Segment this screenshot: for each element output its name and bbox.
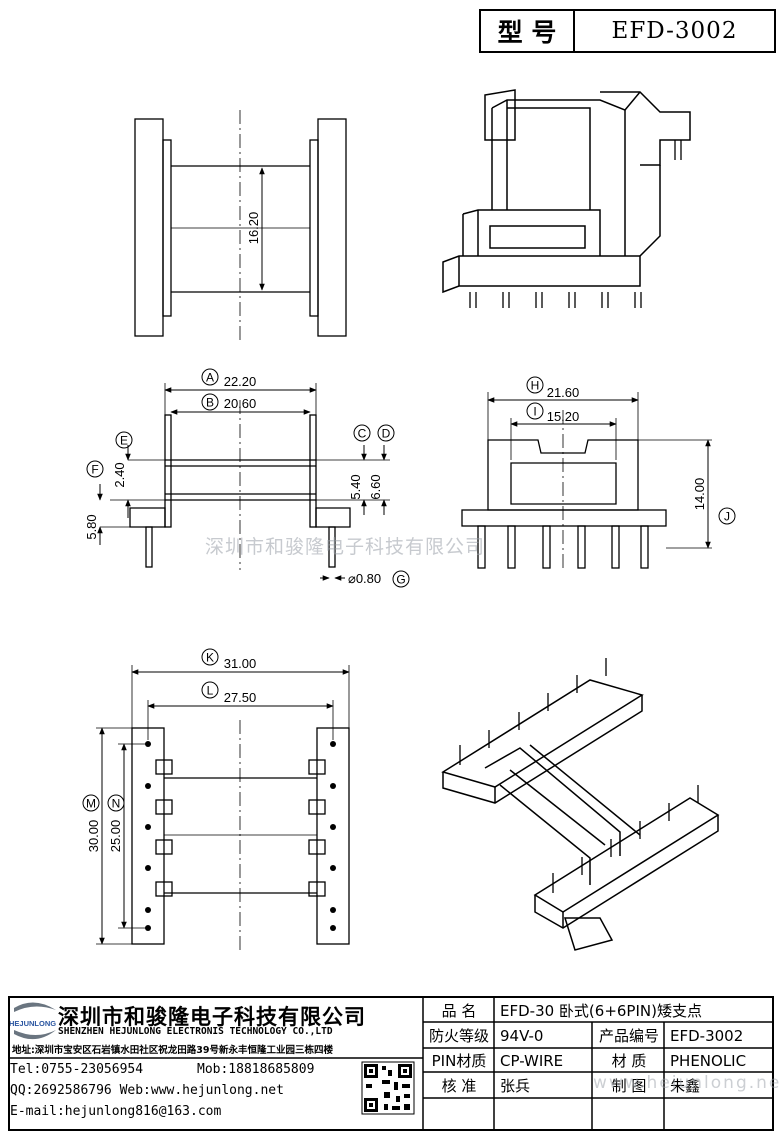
- contact-email: E-mail:hejunlong816@163.com: [10, 1104, 222, 1119]
- company-name-en: SHENZHEN HEJUNLONG ELECTRONIS TECHNOLOGY…: [58, 1026, 333, 1037]
- title-block: [8, 996, 774, 1131]
- company-name-zh: 深圳市和骏隆电子科技有限公司: [58, 1005, 366, 1029]
- side-view: [461, 392, 712, 570]
- contact-tel: Tel:0755-23056954: [10, 1062, 144, 1077]
- tag-f: F: [86, 460, 104, 478]
- svg-text:F: F: [91, 463, 98, 477]
- dim-b-value: 20.60: [224, 396, 257, 411]
- tag-c: C: [353, 424, 371, 442]
- dim-a-value: 22.20: [224, 374, 257, 389]
- dim-e-value: 2.40: [112, 462, 127, 487]
- model-label: 型 号: [481, 11, 575, 51]
- dim-n-value: 25.00: [108, 820, 123, 853]
- qr-code: [361, 1061, 415, 1115]
- spec-name-value: EFD-30 卧式(6+6PIN)矮支点: [500, 1001, 702, 1020]
- spec-draw-value: 朱鑫: [670, 1077, 701, 1095]
- svg-text:J: J: [724, 510, 730, 524]
- svg-text:H: H: [531, 379, 540, 393]
- spec-material-label: 材 质: [611, 1052, 647, 1070]
- dim-m-value: 30.00: [86, 820, 101, 853]
- spec-name-label: 品 名: [441, 1001, 477, 1020]
- svg-text:K: K: [206, 651, 214, 665]
- iso-view-top: [442, 89, 691, 308]
- top-view: [134, 110, 347, 340]
- svg-text:E: E: [120, 434, 128, 448]
- spec-fire-label: 防火等级: [428, 1027, 489, 1045]
- dim-j-value: 14.00: [692, 478, 707, 511]
- tag-b: B: [201, 393, 219, 411]
- contact-mob: Mob:18818685809: [197, 1062, 315, 1077]
- dim-k-value: 31.00: [224, 656, 257, 671]
- svg-text:A: A: [206, 371, 214, 385]
- company-logo: HEJUNLONG: [9, 1002, 56, 1040]
- spec-check-label: 核 准: [441, 1077, 477, 1095]
- tag-h: H: [526, 376, 544, 394]
- iso-view-bottom: [441, 658, 720, 951]
- tag-m: M: [82, 794, 100, 812]
- title-block-lines: [8, 998, 774, 1129]
- svg-text:I: I: [533, 405, 536, 419]
- dimension-labels: 16.20 22.20 20.60 2.40 5.80 5.40 6.60 ⌀0…: [84, 212, 707, 853]
- spec-code-label: 产品编号: [598, 1027, 659, 1045]
- tag-g: G: [392, 570, 410, 588]
- tag-k: K: [201, 648, 219, 666]
- bottom-view: [96, 665, 350, 950]
- spec-pin-label: PIN材质: [431, 1052, 487, 1070]
- svg-text:HEJUNLONG: HEJUNLONG: [9, 1019, 56, 1028]
- dim-g-value: ⌀0.80: [348, 571, 381, 586]
- tag-e: E: [115, 431, 133, 449]
- tag-l: L: [201, 681, 219, 699]
- company-address: 地址:深圳市宝安区石岩镇水田社区祝龙田路39号新永丰恒隆工业园三栋四楼: [12, 1045, 334, 1056]
- spec-check-value: 张兵: [500, 1077, 531, 1095]
- svg-text:L: L: [207, 684, 214, 698]
- dim-d-value: 6.60: [368, 474, 383, 499]
- contact-qq-web: QQ:2692586796 Web:www.hejunlong.net: [10, 1083, 284, 1098]
- tag-i: I: [526, 402, 544, 420]
- svg-text:N: N: [112, 797, 121, 811]
- watermark: 深圳市和骏隆电子科技有限公司: [205, 536, 486, 558]
- dim-h-value: 21.60: [547, 385, 580, 400]
- tag-d: D: [377, 424, 395, 442]
- svg-text:C: C: [358, 427, 367, 441]
- spec-draw-label: 制 图: [611, 1077, 647, 1095]
- dim-16-20: 16.20: [246, 212, 261, 245]
- spec-material-value: PHENOLIC: [670, 1051, 747, 1070]
- model-header: 型 号 EFD-3002: [479, 9, 776, 53]
- dim-i-value: 15.20: [547, 409, 580, 424]
- tag-a: A: [201, 368, 219, 386]
- dimension-tags: A B C D E F G H I J K L M N: [82, 368, 736, 812]
- spec-pin-value: CP-WIRE: [500, 1051, 564, 1070]
- front-view: [97, 383, 390, 581]
- dim-l-value: 27.50: [224, 690, 257, 705]
- tag-n: N: [107, 794, 125, 812]
- svg-text:D: D: [382, 427, 391, 441]
- svg-text:B: B: [206, 396, 214, 410]
- tag-j: J: [718, 507, 736, 525]
- spec-code-value: EFD-3002: [670, 1026, 744, 1045]
- svg-text:G: G: [396, 573, 405, 587]
- model-number: EFD-3002: [611, 18, 738, 44]
- svg-text:M: M: [86, 797, 96, 811]
- watermark-url: www.hejunlong.net: [593, 1073, 780, 1093]
- spec-fire-value: 94V-0: [500, 1026, 544, 1045]
- dim-c-value: 5.40: [348, 474, 363, 499]
- dim-f-value: 5.80: [84, 514, 99, 539]
